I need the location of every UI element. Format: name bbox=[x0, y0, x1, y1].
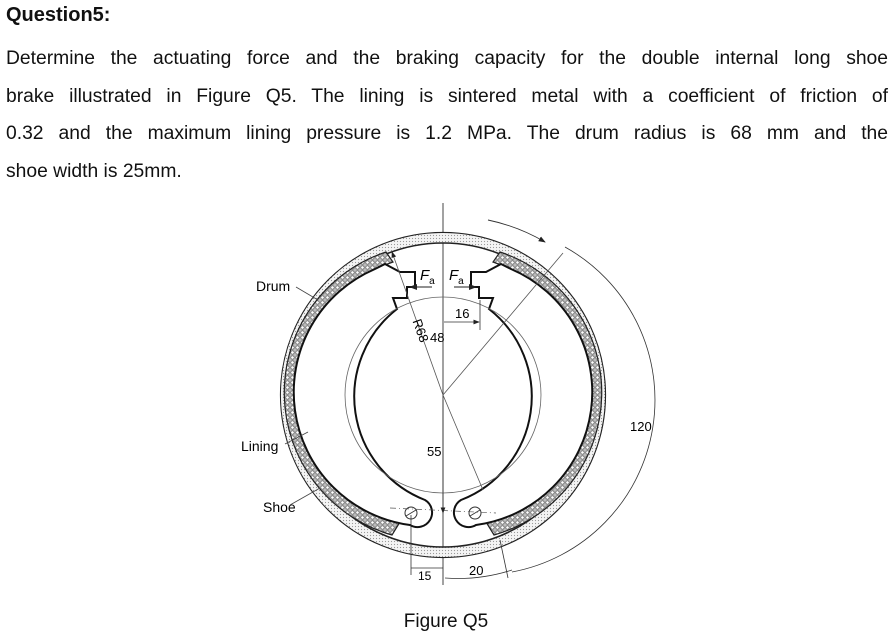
force-right-label: Fa bbox=[449, 267, 464, 287]
svg-text:15: 15 bbox=[418, 569, 432, 583]
brake-figure: Fa Fa 16 48 R68 55 15 20 120 Drum Lining… bbox=[230, 195, 670, 605]
question-text: Determine the actuating force and the br… bbox=[6, 40, 888, 190]
question-line-2: brake illustrated in Figure Q5. The lini… bbox=[6, 85, 888, 107]
force-left-label: Fa bbox=[420, 267, 435, 287]
question-line-4: shoe width is 25mm. bbox=[6, 160, 182, 182]
svg-text:Lining: Lining bbox=[241, 438, 278, 454]
question-line-1: Determine the actuating force and the br… bbox=[6, 48, 888, 69]
svg-text:Drum: Drum bbox=[256, 278, 290, 294]
svg-text:48: 48 bbox=[430, 330, 444, 345]
svg-text:16: 16 bbox=[455, 306, 469, 321]
svg-text:Shoe: Shoe bbox=[263, 499, 296, 515]
svg-text:20: 20 bbox=[469, 563, 483, 578]
svg-text:120: 120 bbox=[630, 419, 652, 434]
question-line-3: 0.32 and the maximum lining pressure is … bbox=[6, 123, 888, 145]
svg-text:R68: R68 bbox=[410, 317, 432, 345]
svg-text:55: 55 bbox=[427, 444, 441, 459]
question-title: Question5: bbox=[6, 4, 111, 26]
figure-caption: Figure Q5 bbox=[403, 611, 489, 632]
